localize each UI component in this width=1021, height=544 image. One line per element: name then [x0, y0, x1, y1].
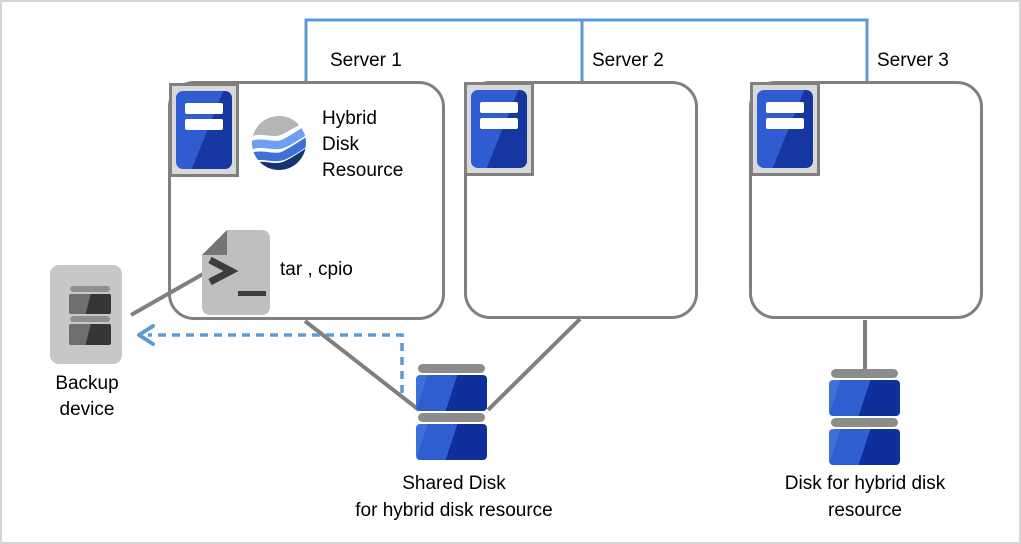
script-file-icon: [202, 230, 270, 315]
backup-flow-dashed-line: [148, 333, 404, 393]
hybrid-disk-resource-icon: [252, 116, 306, 170]
backup-flow-arrowhead-icon: [137, 324, 155, 346]
hybrid-disk-label: Disk for hybrid disk resource: [784, 473, 946, 521]
hybrid-disk-resource-label: Hybrid Disk Resource: [322, 108, 404, 181]
shared-disk-icon: [416, 364, 487, 460]
server3-label: Server 3: [877, 50, 949, 71]
shared-disk-label: Shared Disk for hybrid disk resource: [355, 473, 553, 521]
backup-commands-label: tar , cpio: [280, 259, 353, 280]
server-icon: [464, 82, 534, 176]
backup-device-icon: [50, 265, 122, 364]
server-icon: [169, 83, 239, 177]
server2-label: Server 2: [592, 50, 664, 71]
server-icon: [750, 82, 820, 176]
backup-device-label: Backup device: [55, 373, 119, 420]
server3-box: [749, 81, 983, 319]
server1-label: Server 1: [330, 50, 402, 71]
disk-icon: [829, 369, 900, 465]
